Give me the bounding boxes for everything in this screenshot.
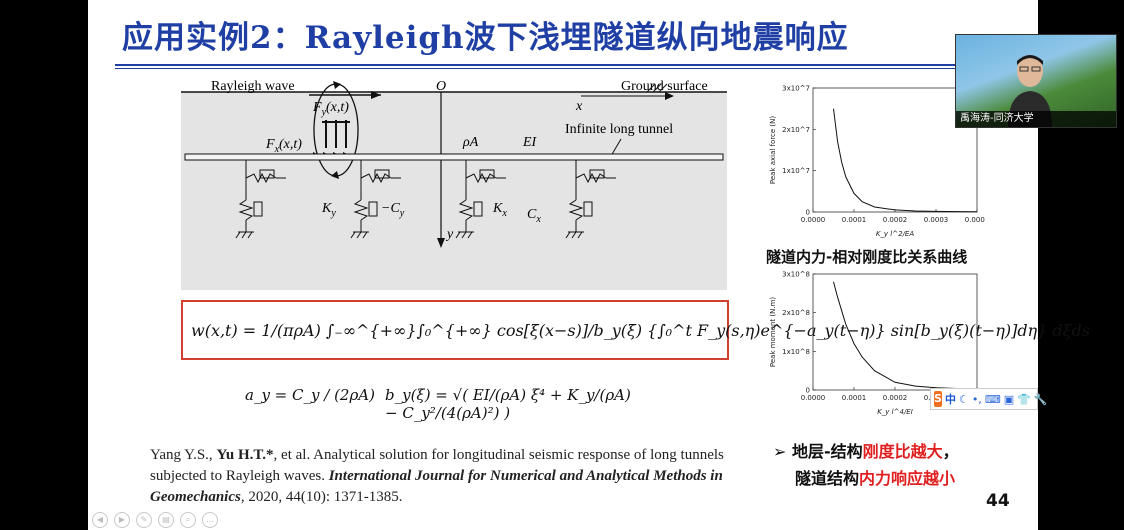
slide-title: 应用实例2：Rayleigh波下浅埋隧道纵向地震响应	[122, 20, 849, 56]
shirt-icon[interactable]: 👕	[1017, 392, 1031, 406]
presenter-name: 禹海涛-同济大学	[956, 111, 1116, 127]
keyboard-icon[interactable]: ⌨	[984, 392, 1001, 406]
by-equation: b_y(ξ) = √( EI/(ρA) ξ⁴ + K_y/(ρA) − C_y²…	[385, 386, 631, 422]
y-tick-label: 2x10^7	[782, 126, 810, 134]
main-equation: w(x,t) = 1/(πρA) ∫₋∞^{+∞}∫₀^{+∞} cos[ξ(x…	[191, 320, 1090, 340]
plot-frame	[812, 87, 978, 213]
citation-text: , et al. Analytical solution for longitu…	[150, 447, 724, 484]
rho-label: ρA	[462, 135, 479, 150]
wrench-icon[interactable]: 🔧	[1033, 392, 1048, 406]
ei-label: EI	[522, 135, 538, 150]
citation-journal: International Journal for Numerical and …	[150, 468, 723, 505]
x-tick-label: 0.0000	[801, 394, 826, 402]
x-tick-label: 0.0000	[801, 216, 826, 224]
bullet-text-2: 隧道结构	[795, 469, 860, 488]
tunnel-beam	[184, 153, 724, 161]
reference-citation: Yang Y.S., Yu H.T.*, et al. Analytical s…	[150, 445, 760, 508]
kx-label: Kx	[492, 201, 507, 219]
menu-icon[interactable]: ▤	[158, 512, 174, 528]
y-tick-label: 0	[806, 209, 810, 217]
y-tick-label: 3x10^8	[782, 271, 810, 279]
citation-lead: Yang Y.S.,	[150, 447, 217, 463]
y-axis-label: Peak moment (N.m)	[769, 297, 777, 367]
y-axis-label: y	[445, 227, 454, 242]
moon-icon[interactable]: ☾	[958, 392, 969, 406]
ay-equation: a_y = C_y / (2ρA)	[245, 386, 375, 404]
webcam-feed[interactable]: 禹海涛-同济大学	[955, 34, 1117, 128]
y-axis-label: Peak axial force (N)	[769, 116, 777, 185]
ky-label: Ky	[321, 201, 336, 219]
bullet-punct: ，	[942, 442, 959, 461]
punctuation-icon[interactable]: •,	[971, 392, 982, 406]
tunnel-model-diagram: Rayleigh wave O Ground surface x y Fy(x,…	[181, 78, 727, 290]
soil-region	[181, 92, 727, 290]
citation-author: Yu H.T.*	[216, 447, 274, 463]
cx-label: Cx	[527, 207, 541, 225]
zoom-icon[interactable]: ⌕	[180, 512, 196, 528]
series-line	[833, 108, 978, 213]
y-tick-label: 1x10^7	[782, 167, 810, 175]
cy-label: −Cy	[381, 201, 405, 219]
slideshow-controls: ◀ ▶ ✎ ▤ ⌕ …	[92, 512, 218, 528]
x-tick-label: 0.0002	[883, 216, 908, 224]
y-tick-label: 3x10^7	[782, 85, 810, 93]
axial-force-chart: 0.0000 0.0001 0.0002 0.0003 0.0004 0 1x10^7 2x1…	[765, 82, 985, 242]
rayleigh-wave-label: Rayleigh wave	[211, 79, 295, 94]
bullet-highlight: 刚度比越大	[862, 442, 943, 461]
x-tick-label: 0.0004	[965, 216, 985, 224]
x-tick-label: 0.0002	[883, 394, 908, 402]
ime-mode-toggle[interactable]: 中	[944, 393, 956, 406]
parameter-equations: a_y = C_y / (2ρA) b_y(ξ) = √( EI/(ρA) ξ⁴…	[245, 372, 645, 422]
chart-caption: 隧道内力-相对刚度比关系曲线	[766, 248, 968, 266]
bullet-highlight-2: 内力响应越小	[859, 469, 956, 488]
bullet-text: 地层-结构	[791, 442, 863, 461]
spring-dashpot-group	[235, 160, 616, 239]
x-axis-label: K_y l^4/EI	[877, 408, 913, 416]
series-line	[833, 281, 978, 390]
prev-slide-icon[interactable]: ◀	[92, 512, 108, 528]
pen-icon[interactable]: ✎	[136, 512, 152, 528]
citation-tail: , 2020, 44(10): 1371-1385.	[240, 489, 403, 505]
ime-toolbar[interactable]: S 中 ☾ •, ⌨ ▣ 👕 🔧	[930, 388, 1048, 410]
more-icon[interactable]: …	[202, 512, 218, 528]
fy-label: Fy(x,t)	[312, 100, 349, 118]
x-axis-label: x	[575, 99, 583, 114]
x-tick-label: 0.0001	[842, 394, 867, 402]
conclusion-bullet: ➢ 地层-结构刚度比越大， 隧道结构内力响应越小	[773, 438, 959, 492]
next-slide-icon[interactable]: ▶	[114, 512, 130, 528]
origin-label: O	[436, 79, 446, 94]
x-tick-label: 0.0001	[842, 216, 867, 224]
arrow-bullet-icon: ➢	[773, 442, 787, 461]
page-number: 44	[986, 491, 1010, 511]
fx-label: Fx(x,t)	[265, 137, 302, 155]
x-tick-label: 0.0003	[924, 216, 949, 224]
solution-equation-box: w(x,t) = 1/(πρA) ∫₋∞^{+∞}∫₀^{+∞} cos[ξ(x…	[181, 300, 1090, 360]
sogou-logo-icon[interactable]: S	[934, 391, 942, 407]
fy-arrows	[322, 120, 350, 148]
title-rule	[115, 64, 993, 66]
plot-frame	[812, 273, 978, 391]
y-tick-label: 0	[806, 387, 810, 395]
ground-hatch-icon	[646, 83, 668, 93]
y-tick-label: 2x10^8	[782, 309, 810, 317]
y-tick-label: 1x10^8	[782, 348, 810, 356]
skin-icon[interactable]: ▣	[1003, 392, 1015, 406]
tunnel-label: Infinite long tunnel	[565, 122, 673, 137]
moment-chart: 0.00000.00010.00020.00030.000401x10^82x1…	[765, 268, 985, 420]
x-axis-label: K_y l^2/EA	[876, 230, 915, 238]
title-rule-thin	[115, 68, 993, 69]
